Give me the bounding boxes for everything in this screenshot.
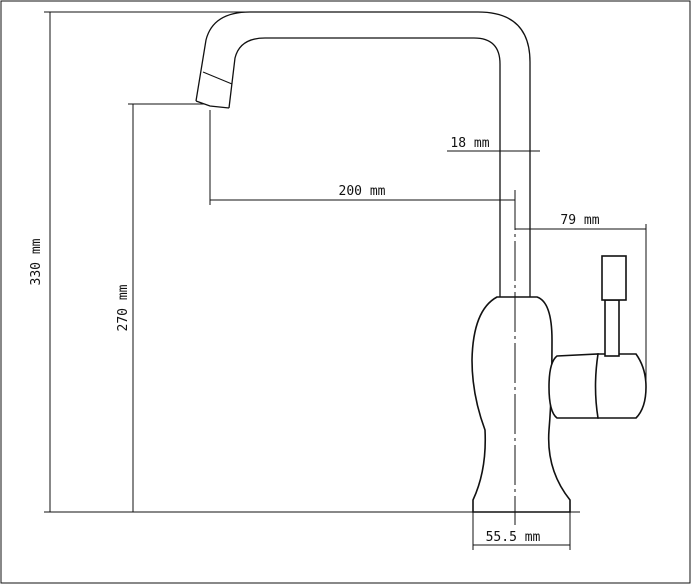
faucet-outline <box>195 11 647 525</box>
handle-hub <box>548 353 599 419</box>
handle-knob <box>601 255 627 301</box>
base-diameter-label: 55.5 mm <box>486 530 541 545</box>
spout-tip <box>195 100 230 109</box>
spout-tip-ring <box>202 71 233 85</box>
spout-height-label: 270 mm <box>116 284 131 331</box>
spout-inner-contour <box>228 37 501 297</box>
spout-outer-contour <box>195 11 531 297</box>
spout-reach-label: 200 mm <box>339 184 386 199</box>
handle-lever <box>604 299 620 357</box>
pipe-diameter-label: 18 mm <box>450 136 489 151</box>
dimension-lines: 330 mm 270 mm 200 mm 18 mm 79 mm 55.5 mm <box>29 11 647 550</box>
total-height-label: 330 mm <box>29 238 44 285</box>
handle-cap <box>594 353 647 419</box>
handle-reach-label: 79 mm <box>560 213 599 228</box>
